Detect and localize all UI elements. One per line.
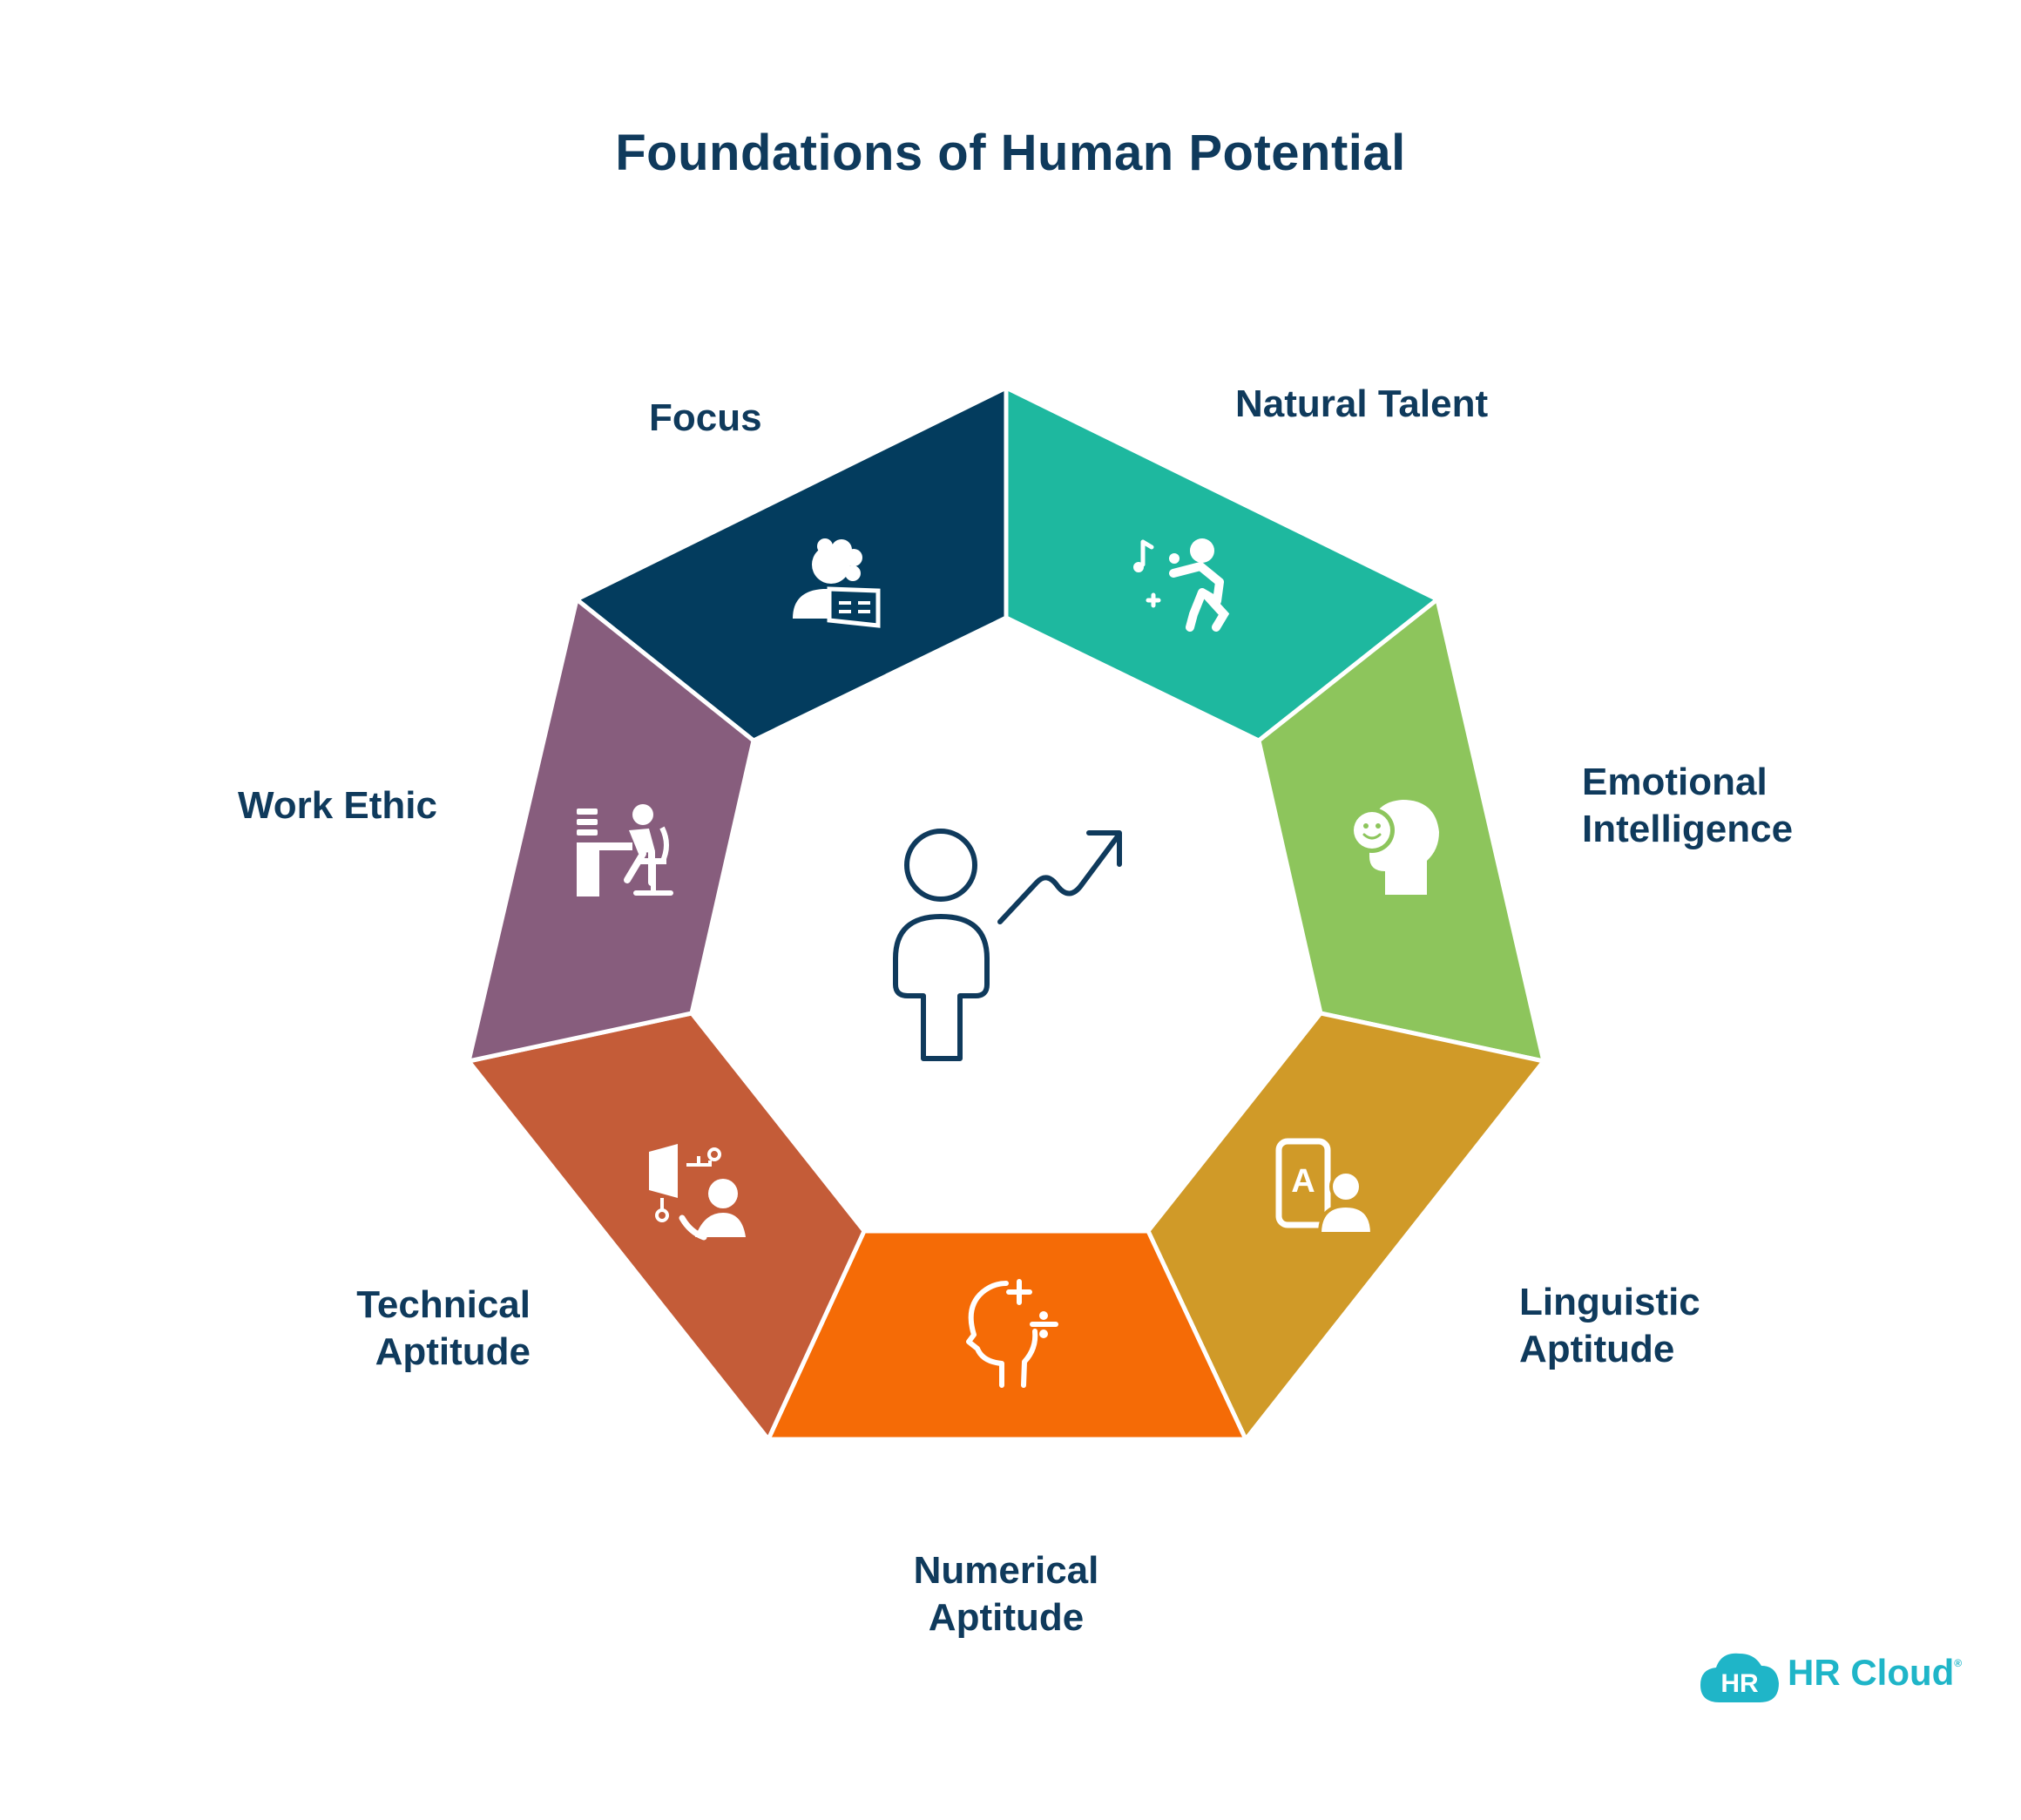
math-head-icon (966, 1279, 1058, 1388)
label-technical-aptitude: Technical Aptitude (356, 1283, 531, 1373)
label-linguistic-aptitude: Linguistic Aptitude (1519, 1281, 1700, 1370)
logo-name: HR Cloud® (1788, 1652, 1963, 1693)
hr-cloud-logo: HR (1700, 1653, 1779, 1702)
label-numerical-aptitude: Numerical Aptitude (913, 1549, 1099, 1639)
label-work-ethic: Work Ethic (238, 784, 438, 827)
tech-support-icon (649, 1144, 746, 1241)
dancing-music-icon (1133, 538, 1230, 632)
reading-person-icon (793, 538, 881, 628)
smiling-head-icon (1349, 800, 1439, 895)
label-emotional-intelligence: Emotional Intelligence (1582, 761, 1794, 850)
language-user-icon: A (1275, 1138, 1375, 1235)
logo-badge: HR (1720, 1669, 1759, 1698)
label-natural-talent: Natural Talent (1235, 382, 1489, 425)
segment-work-ethic (465, 595, 756, 1065)
desk-worker-icon (577, 804, 673, 896)
label-focus: Focus (649, 396, 762, 439)
diagram-title: Foundations of Human Potential (615, 125, 1406, 181)
svg-text:A: A (1291, 1163, 1315, 1200)
cloud-icon (1700, 1653, 1779, 1702)
person-growth-icon (893, 829, 1122, 1061)
